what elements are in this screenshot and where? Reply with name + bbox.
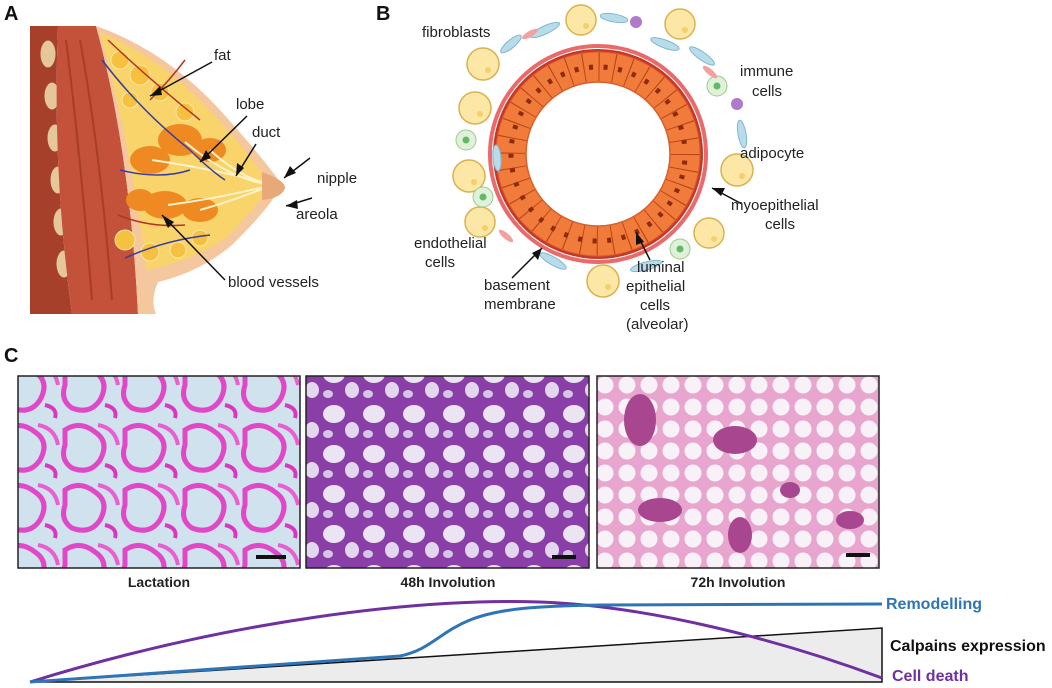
- image-label-48h: 48h Involution: [401, 574, 496, 590]
- label-basement-1: basement: [484, 277, 551, 294]
- label-myoepithelial-2: cells: [765, 216, 795, 233]
- micrograph-lactation: [17, 375, 301, 569]
- panel-b-letter: B: [376, 3, 390, 25]
- micrograph-48h-involution: [305, 375, 590, 569]
- image-label-72h: 72h Involution: [691, 574, 786, 590]
- alveolus-illustration: [452, 4, 754, 298]
- label-duct: duct: [252, 124, 281, 141]
- label-luminal-4: (alveolar): [626, 316, 689, 333]
- image-label-lactation: Lactation: [128, 574, 190, 590]
- panel-b: B: [376, 3, 819, 333]
- scale-bar-lactation: [256, 555, 286, 559]
- label-remodelling: Remodelling: [886, 596, 982, 613]
- panel-c: C Lactation 48h Involution 72h Involutio…: [4, 345, 1046, 685]
- breast-anatomy-illustration: [30, 26, 285, 314]
- label-calpains-expression: Calpains expression: [890, 638, 1046, 655]
- label-endothelial-2: cells: [425, 254, 455, 271]
- label-cell-death: Cell death: [892, 668, 968, 685]
- panel-a-letter: A: [4, 3, 18, 25]
- panel-c-letter: C: [4, 345, 18, 367]
- scale-bar-48h: [552, 555, 576, 559]
- remodelling-curve: [29, 602, 883, 684]
- micrograph-72h-involution: [596, 375, 880, 569]
- label-fat: fat: [214, 47, 232, 64]
- label-luminal-2: epithelial: [626, 278, 685, 295]
- label-endothelial-1: endothelial: [414, 235, 487, 252]
- label-lobe: lobe: [236, 96, 264, 113]
- panel-a: A: [4, 3, 357, 314]
- label-blood-vessels: blood vessels: [228, 274, 319, 291]
- label-luminal-3: cells: [640, 297, 670, 314]
- label-fibroblasts: fibroblasts: [422, 24, 490, 41]
- timeline-curves: [29, 600, 883, 684]
- cell-death-curve: [29, 600, 883, 684]
- scale-bar-72h: [846, 553, 870, 557]
- label-basement-2: membrane: [484, 296, 556, 313]
- label-myoepithelial-1: myoepithelial: [731, 197, 819, 214]
- label-luminal-1: luminal: [637, 259, 685, 276]
- label-adipocyte: adipocyte: [740, 145, 804, 162]
- label-areola: areola: [296, 206, 338, 223]
- label-nipple: nipple: [317, 170, 357, 187]
- label-immune-1: immune: [740, 63, 793, 80]
- label-immune-2: cells: [752, 83, 782, 100]
